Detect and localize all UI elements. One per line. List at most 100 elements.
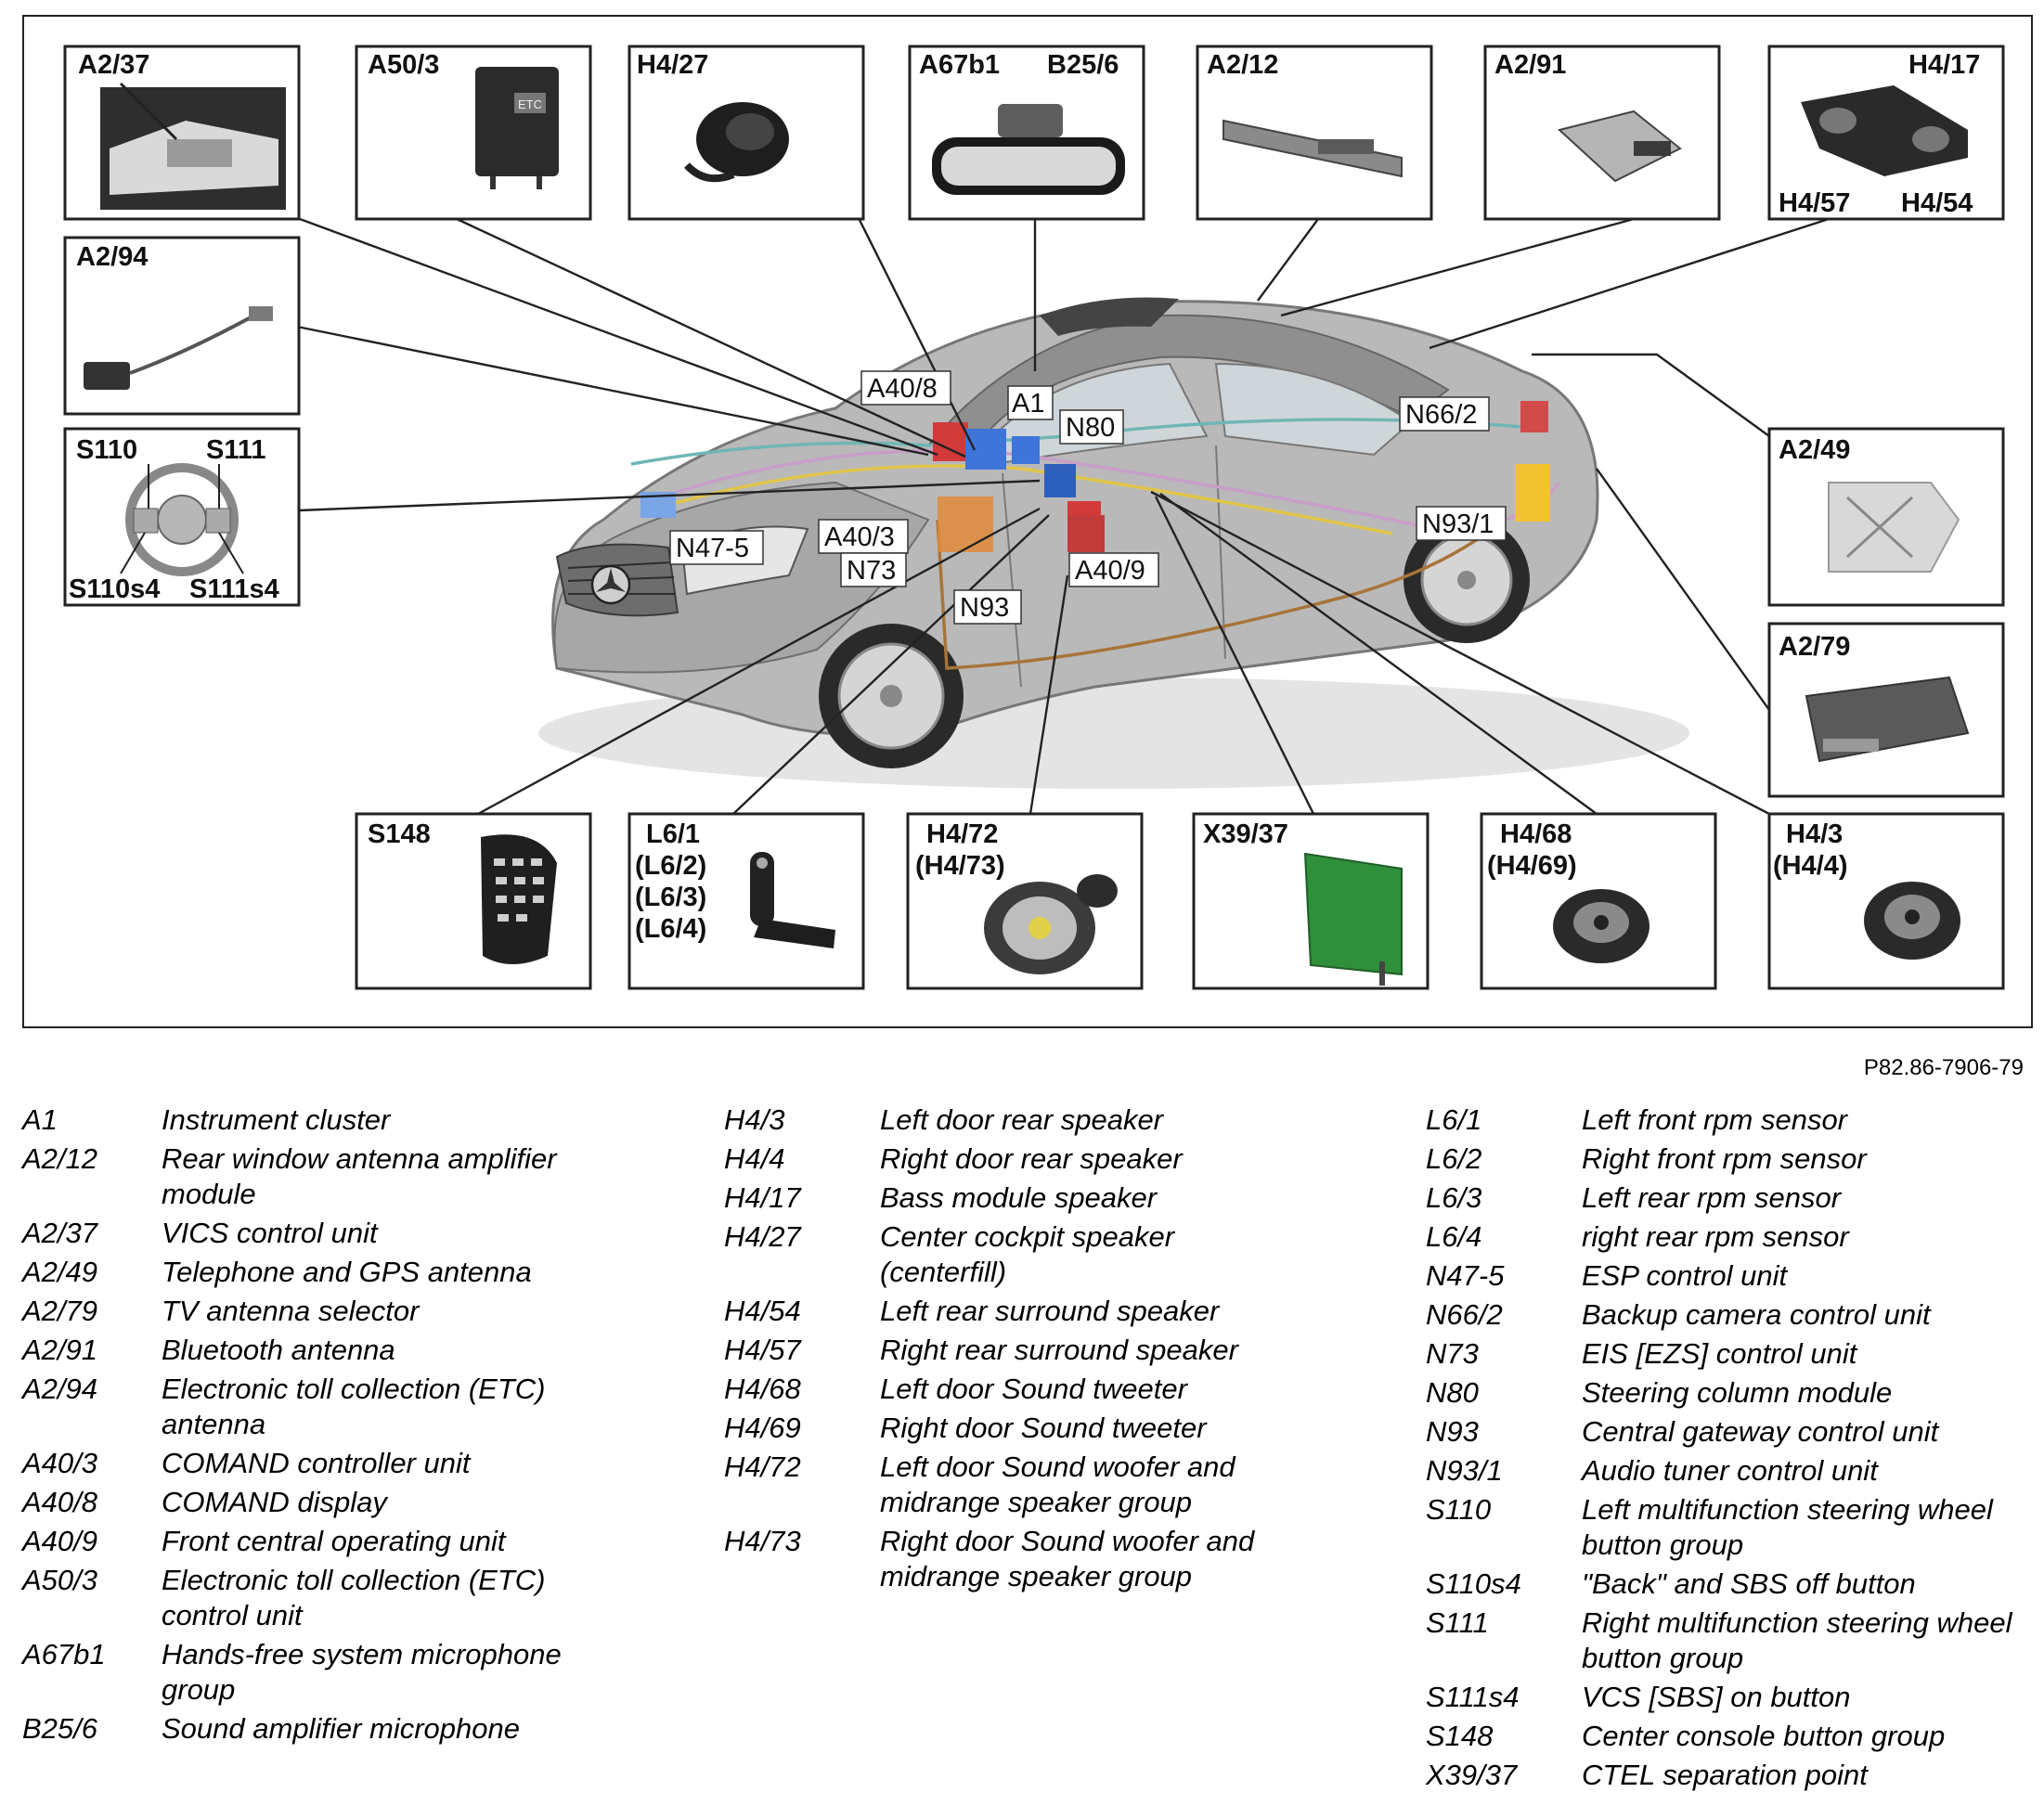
box-label: S111s4 bbox=[189, 574, 279, 604]
box-l6: L6/1 (L6/2) (L6/3) (L6/4) bbox=[627, 812, 865, 990]
legend-code: A40/3 bbox=[22, 1447, 98, 1479]
box-label: (H4/69) bbox=[1487, 851, 1577, 881]
svg-text:A1: A1 bbox=[1012, 389, 1044, 419]
legend-description: Left front rpm sensor bbox=[1582, 1103, 1848, 1136]
legend-description: VCS [SBS] on button bbox=[1582, 1681, 1851, 1713]
box-s110-s111: S110 S111 S110s4 S111s4 bbox=[63, 427, 301, 607]
legend-row: L6/2 Right front rpm sensor bbox=[1426, 1141, 2038, 1177]
legend-code: S148 bbox=[1426, 1720, 1494, 1752]
box-label: A67b1 bbox=[919, 50, 1000, 80]
legend-code: N93/1 bbox=[1426, 1454, 1503, 1487]
legend-description: Right door Sound woofer and midrange spe… bbox=[880, 1525, 1255, 1592]
box-h4-27: H4/27 bbox=[627, 45, 865, 221]
car-label-a40-3: A40/3 bbox=[818, 519, 909, 554]
box-label: S111 bbox=[206, 435, 266, 465]
legend-description: EIS [EZS] control unit bbox=[1582, 1337, 1857, 1370]
legend-description: Bluetooth antenna bbox=[162, 1334, 395, 1366]
figure-code: P82.86-7906-79 bbox=[1863, 1055, 2024, 1080]
legend-description: Right multifunction steering wheel butto… bbox=[1582, 1606, 2012, 1674]
legend-code: L6/2 bbox=[1426, 1142, 1482, 1175]
legend-row: S111s4 VCS [SBS] on button bbox=[1426, 1680, 2038, 1715]
car-label-n93-1: N93/1 bbox=[1416, 506, 1507, 541]
svg-text:A40/8: A40/8 bbox=[867, 374, 938, 404]
legend-code: A40/9 bbox=[22, 1525, 98, 1557]
legend-description: Hands-free system microphone group bbox=[162, 1638, 562, 1706]
box-label: A50/3 bbox=[368, 50, 439, 80]
box-a67b1-b25-6: A67b1 B25/6 bbox=[908, 45, 1145, 221]
box-s148: S148 bbox=[355, 812, 592, 990]
box-x39-37: X39/37 bbox=[1192, 812, 1430, 990]
legend-code: A2/49 bbox=[22, 1256, 98, 1288]
box-label: (L6/3) bbox=[635, 883, 706, 912]
box-label: (L6/2) bbox=[635, 851, 706, 881]
car-illustration bbox=[538, 297, 1689, 789]
box-label: A2/94 bbox=[76, 242, 148, 272]
box-h4-72-h4-73: H4/72 (H4/73) bbox=[906, 812, 1144, 990]
legend-row: H4/4 Right door rear speaker bbox=[724, 1141, 1300, 1177]
legend-code: S111s4 bbox=[1426, 1681, 1520, 1713]
legend-row: A40/3 COMAND controller unit bbox=[22, 1446, 616, 1481]
legend-code: A1 bbox=[22, 1103, 58, 1136]
legend-description: Right door rear speaker bbox=[880, 1142, 1183, 1175]
legend-description: Center cockpit speaker (centerfill) bbox=[880, 1220, 1175, 1288]
legend-code: N47-5 bbox=[1426, 1259, 1505, 1292]
legend-description: COMAND display bbox=[162, 1486, 387, 1518]
legend-code: H4/17 bbox=[724, 1181, 801, 1214]
box-label: H4/3 bbox=[1786, 819, 1843, 849]
box-label: (H4/4) bbox=[1773, 851, 1848, 881]
svg-text:N93/1: N93/1 bbox=[1422, 509, 1494, 539]
legend-description: Right front rpm sensor bbox=[1582, 1142, 1867, 1175]
box-h4-68-h4-69: H4/68 (H4/69) bbox=[1480, 812, 1717, 990]
etc-marking: ETC bbox=[518, 97, 542, 111]
legend-code: A40/8 bbox=[22, 1486, 98, 1518]
legend-code: H4/4 bbox=[724, 1142, 785, 1175]
car-label-n66-2: N66/2 bbox=[1399, 396, 1490, 432]
legend-code: N66/2 bbox=[1426, 1298, 1503, 1331]
box-a2-94: A2/94 bbox=[63, 236, 301, 416]
box-label: A2/49 bbox=[1779, 435, 1850, 465]
legend-description: right rear rpm sensor bbox=[1582, 1220, 1849, 1253]
legend-code: L6/3 bbox=[1426, 1181, 1482, 1214]
box-label: S110 bbox=[76, 435, 137, 465]
legend-description: TV antenna selector bbox=[162, 1295, 420, 1327]
legend-description: Electronic toll collection (ETC) antenna bbox=[162, 1373, 546, 1440]
legend-description: Left multifunction steering wheel button… bbox=[1582, 1493, 1993, 1561]
car-label-n80: N80 bbox=[1059, 409, 1124, 445]
legend-description: COMAND controller unit bbox=[162, 1447, 471, 1479]
svg-text:A40/3: A40/3 bbox=[824, 522, 895, 552]
legend-code: A2/12 bbox=[22, 1142, 98, 1175]
legend-code: H4/69 bbox=[724, 1412, 801, 1444]
box-h4-17-h4-57-h4-54: H4/17 H4/57 H4/54 bbox=[1767, 45, 2005, 221]
legend-description: Left rear rpm sensor bbox=[1582, 1181, 1842, 1214]
car-label-a40-9: A40/9 bbox=[1068, 552, 1159, 587]
legend-description: Left door rear speaker bbox=[880, 1103, 1164, 1136]
car-label-n47-5: N47-5 bbox=[669, 530, 764, 565]
box-label: (L6/4) bbox=[635, 914, 706, 944]
leader-lines bbox=[296, 213, 1830, 816]
svg-text:A40/9: A40/9 bbox=[1075, 556, 1145, 586]
legend-row: A40/8 COMAND display bbox=[22, 1485, 616, 1520]
